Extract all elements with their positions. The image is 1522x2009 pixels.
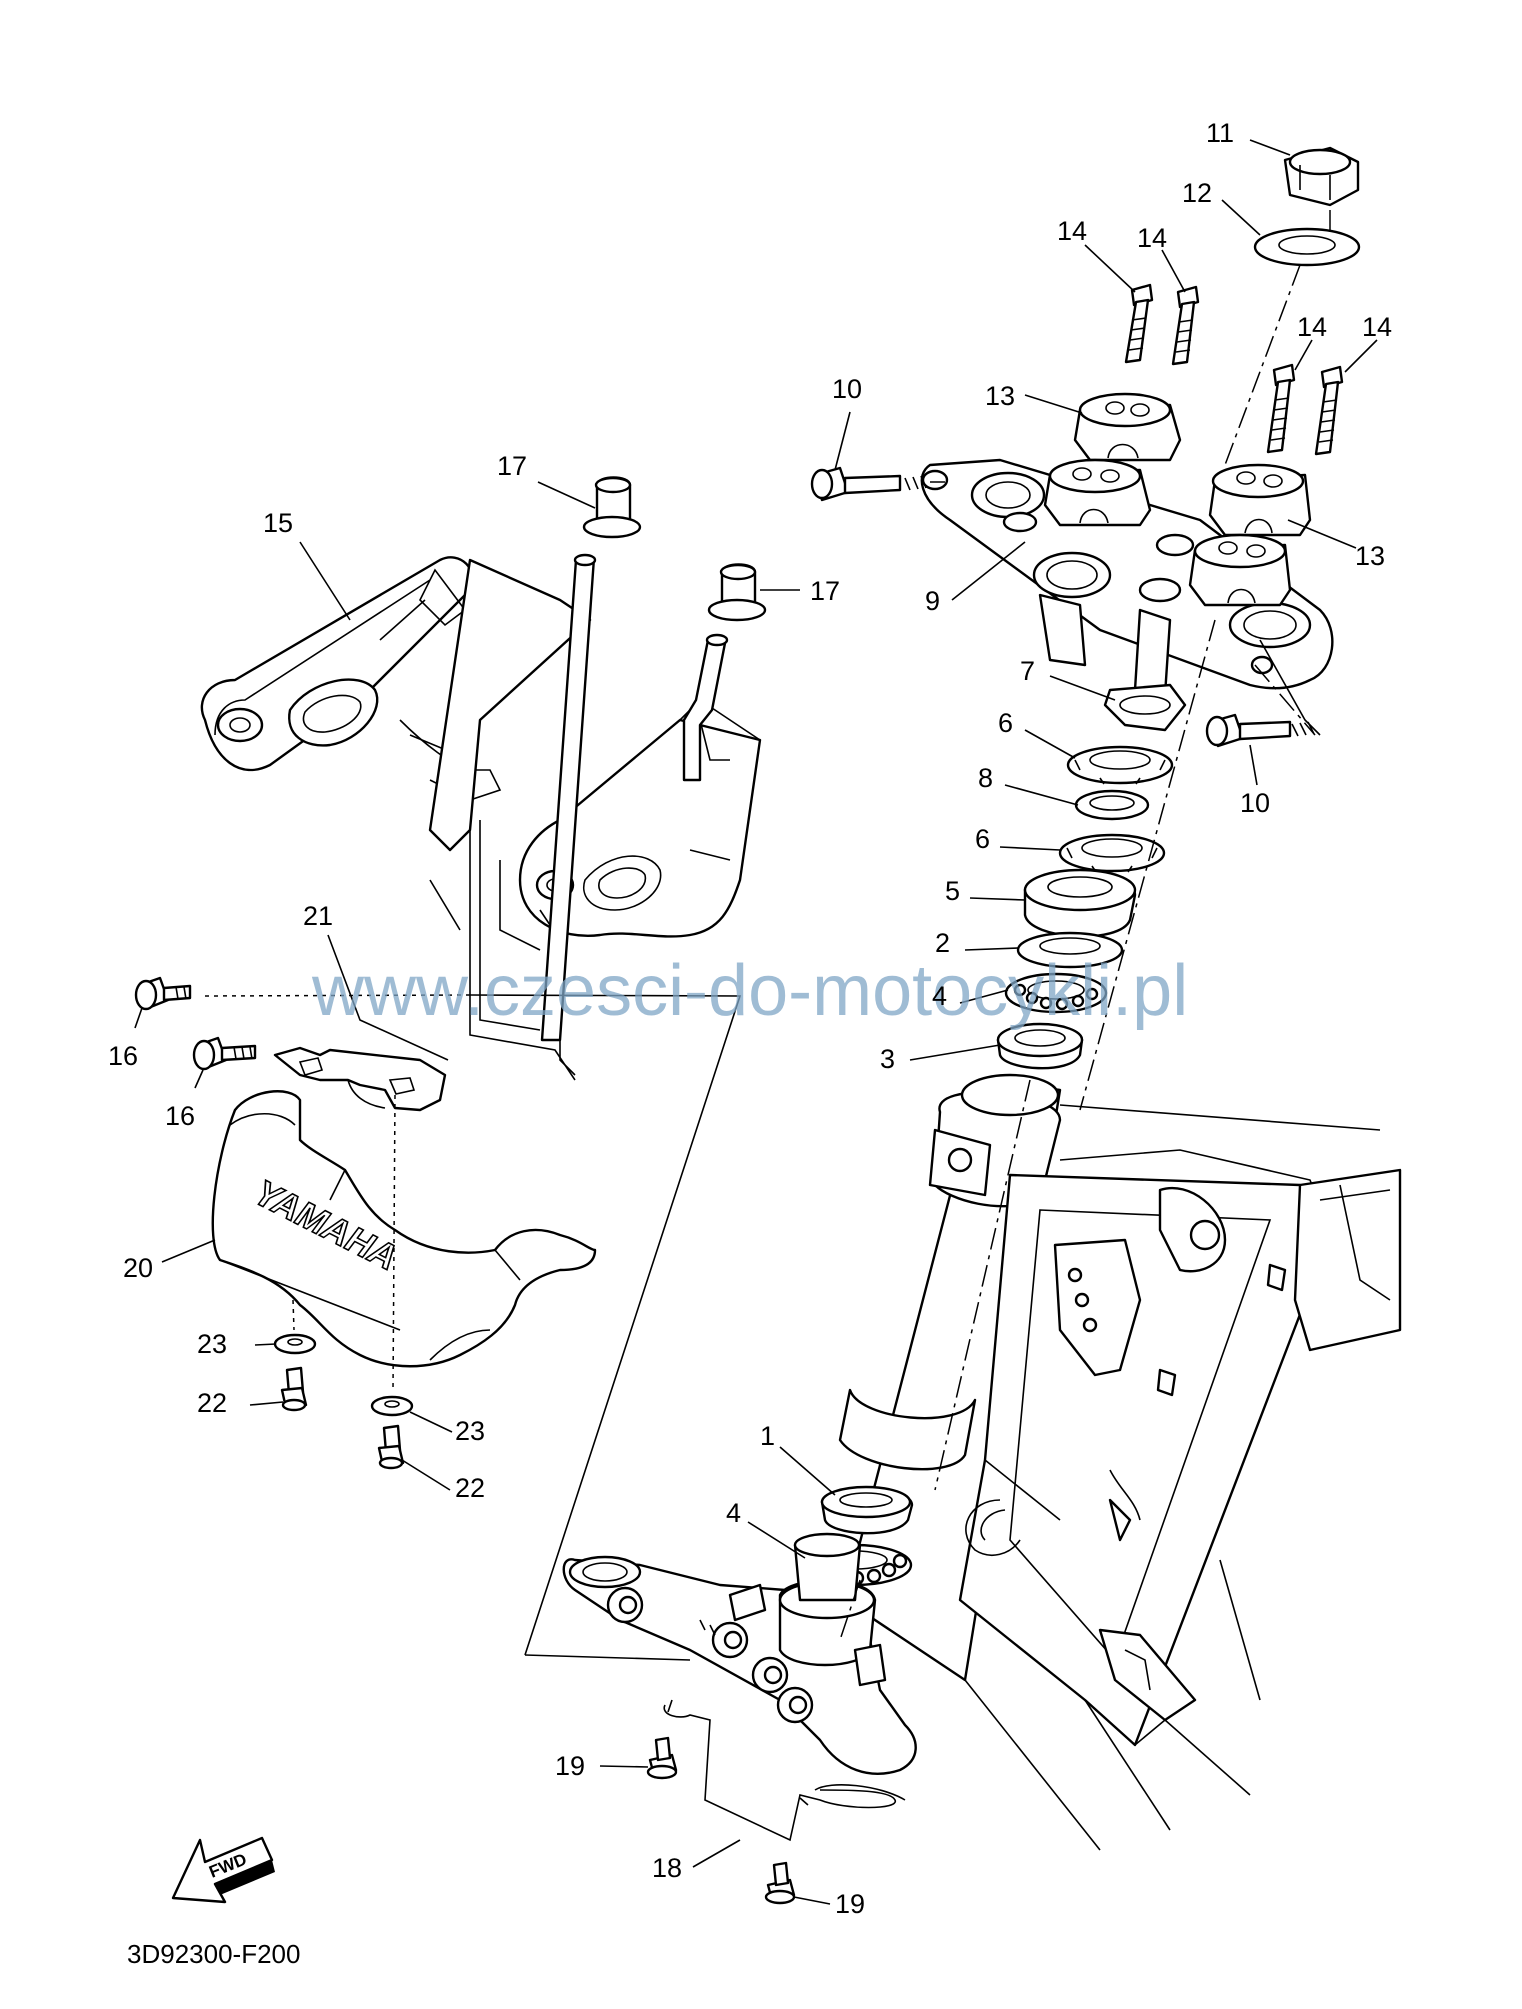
cap-17-right — [707, 563, 767, 622]
bolt-10-lower — [1205, 713, 1315, 748]
ball-race-3 — [996, 1022, 1084, 1070]
callout-10: 10 — [832, 374, 862, 404]
bolt-14-b — [1171, 285, 1200, 366]
callout-20: 20 — [123, 1253, 153, 1283]
assembly-lines — [204, 210, 1331, 1661]
bolt-14-c — [1266, 363, 1296, 454]
callout-6: 6 — [998, 708, 1013, 738]
callout-14: 14 — [1137, 223, 1167, 253]
frame-gusset — [958, 1173, 1342, 1747]
cover-bracket-21 — [273, 1046, 447, 1112]
callout-3: 3 — [880, 1044, 895, 1074]
callout-labels: 11 12 14 14 14 14 10 13 13 9 7 6 10 8 6 … — [108, 118, 1392, 1919]
callout-4: 4 — [932, 981, 947, 1011]
handlebar-holder-right-upper — [1208, 463, 1312, 537]
callout-19: 19 — [835, 1889, 865, 1919]
callout-21: 21 — [303, 901, 333, 931]
callout-1: 1 — [760, 1421, 775, 1451]
frame-down-tubes — [964, 1559, 1261, 1851]
bolt-14-a — [1124, 283, 1154, 364]
bolt-22-right — [377, 1424, 405, 1470]
callout-17: 17 — [497, 451, 527, 481]
ring-nut-6-upper — [1066, 745, 1174, 785]
callout-22: 22 — [197, 1388, 227, 1418]
callout-14: 14 — [1362, 312, 1392, 342]
bearing-cover-5 — [1023, 868, 1137, 938]
under-bracket — [562, 1532, 917, 1775]
bolt-14-d — [1314, 365, 1344, 456]
callout-16: 16 — [165, 1101, 195, 1131]
callout-6: 6 — [975, 824, 990, 854]
headlight-cover-20: YAMAHA — [211, 1090, 597, 1368]
callout-11: 11 — [1206, 118, 1234, 148]
bolt-16-lower — [192, 1036, 257, 1071]
callout-13: 13 — [1355, 541, 1385, 571]
headlight-stay-rods — [429, 553, 729, 1081]
upper-bracket — [920, 458, 1334, 697]
callout-8: 8 — [978, 763, 993, 793]
watermark-text: www.czesci-do-motocykli.pl — [311, 951, 1188, 1031]
bearing-4-upper — [1004, 972, 1108, 1014]
callout-22: 22 — [455, 1473, 485, 1503]
ball-race-2 — [1016, 931, 1124, 969]
callout-14: 14 — [1297, 312, 1327, 342]
bolt-19-right — [764, 1861, 796, 1905]
washer-12 — [1253, 227, 1361, 267]
collar-23-right — [370, 1395, 414, 1417]
washer-8 — [1074, 789, 1150, 821]
callout-23: 23 — [455, 1416, 485, 1446]
brake-hose-guide-18 — [663, 1699, 906, 1842]
ring-nut-6-lower — [1058, 833, 1166, 873]
bolt-10-upper — [810, 466, 927, 502]
fwd-arrow-icon: FWD — [171, 1836, 275, 1904]
callout-2: 2 — [935, 928, 950, 958]
callout-7: 7 — [1020, 656, 1035, 686]
callout-10: 10 — [1240, 788, 1270, 818]
bolt-16-upper — [134, 976, 192, 1011]
callout-14: 14 — [1057, 216, 1087, 246]
callout-9: 9 — [925, 586, 940, 616]
handlebar-holder-upper — [1073, 392, 1182, 462]
collar-23-left — [273, 1333, 317, 1355]
leader-lines — [134, 139, 1378, 1905]
callout-17: 17 — [810, 576, 840, 606]
bolt-19-left — [646, 1736, 678, 1780]
lock-washer-7 — [1103, 683, 1187, 732]
callout-12: 12 — [1182, 178, 1212, 208]
callout-15: 15 — [263, 508, 293, 538]
callout-23: 23 — [197, 1329, 227, 1359]
cap-17-left — [582, 476, 642, 539]
callout-5: 5 — [945, 876, 960, 906]
ball-race-1 — [820, 1485, 914, 1535]
steering-stem-nut — [1283, 146, 1360, 207]
frame-upper-tube — [1293, 1168, 1402, 1352]
frame-cable-guide — [965, 1499, 1021, 1556]
handlebar-holder-right-lower — [1188, 533, 1292, 607]
handlebar-holder-mid — [1043, 458, 1152, 527]
callout-16: 16 — [108, 1041, 138, 1071]
bolt-22-left — [280, 1366, 308, 1412]
callout-4: 4 — [726, 1498, 741, 1528]
callout-18: 18 — [652, 1853, 682, 1883]
callout-19: 19 — [555, 1751, 585, 1781]
callout-13: 13 — [985, 381, 1015, 411]
part-code: 3D92300-F200 — [127, 1939, 300, 1969]
